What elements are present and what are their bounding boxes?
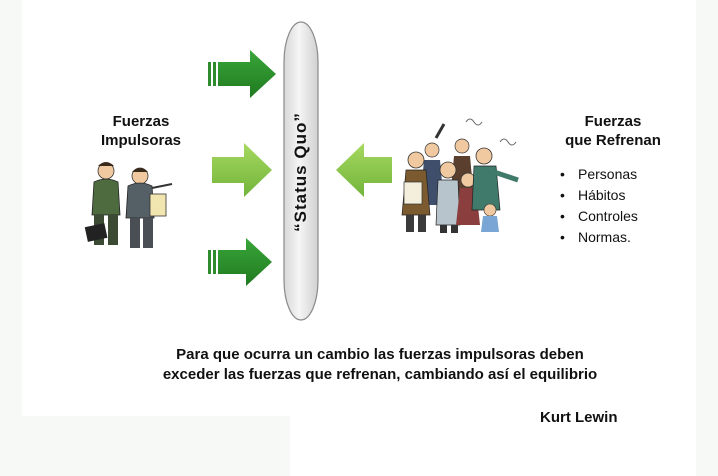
- driving-forces-heading: Fuerzas Impulsoras: [86, 112, 196, 150]
- author-name: Kurt Lewin: [540, 409, 618, 426]
- driving-forces-heading-line1: Fuerzas: [112, 113, 170, 130]
- list-item: Normas.: [560, 227, 638, 248]
- list-item: Controles: [560, 206, 638, 227]
- crowd-illustration: [401, 118, 519, 233]
- caption-line1: Para que ocurra un cambio las fuerzas im…: [176, 346, 584, 363]
- driving-arrow-middle: [212, 143, 272, 197]
- restraining-forces-heading-line1: Fuerzas: [584, 113, 642, 130]
- list-item: Hábitos: [560, 185, 638, 206]
- restraining-forces-list: Personas Hábitos Controles Normas.: [560, 164, 638, 248]
- diagram-panel-extension: [290, 416, 696, 476]
- businessmen-illustration: [84, 162, 173, 248]
- driving-arrow-top: [208, 50, 276, 98]
- restraining-forces-heading-line2: que Refrenan: [565, 132, 661, 149]
- restraining-forces-heading: Fuerzas que Refrenan: [548, 112, 678, 150]
- status-quo-pill: [283, 21, 319, 321]
- list-item: Personas: [560, 164, 638, 185]
- caption-line2: exceder las fuerzas que refrenan, cambia…: [162, 366, 598, 383]
- caption: Para que ocurra un cambio las fuerzas im…: [60, 345, 700, 385]
- driving-arrow-bottom: [208, 238, 272, 286]
- driving-forces-heading-line2: Impulsoras: [100, 132, 182, 149]
- restraining-arrow: [336, 143, 392, 197]
- status-quo-label: “Status Quo”: [291, 112, 310, 232]
